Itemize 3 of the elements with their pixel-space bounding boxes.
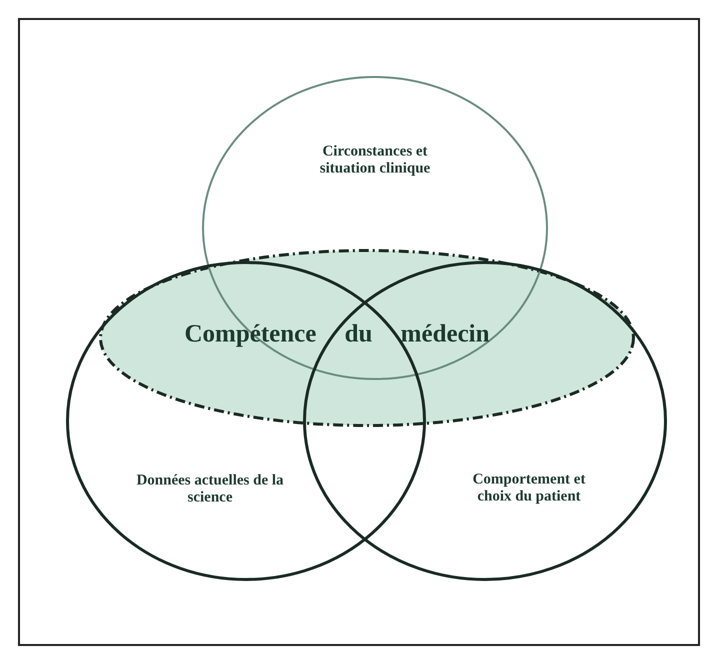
venn-label: Comportement et choix du patient xyxy=(472,472,586,504)
venn-label: Données actuelles de la science xyxy=(135,472,285,506)
venn-label: Circonstances et situation clinique xyxy=(318,144,432,176)
